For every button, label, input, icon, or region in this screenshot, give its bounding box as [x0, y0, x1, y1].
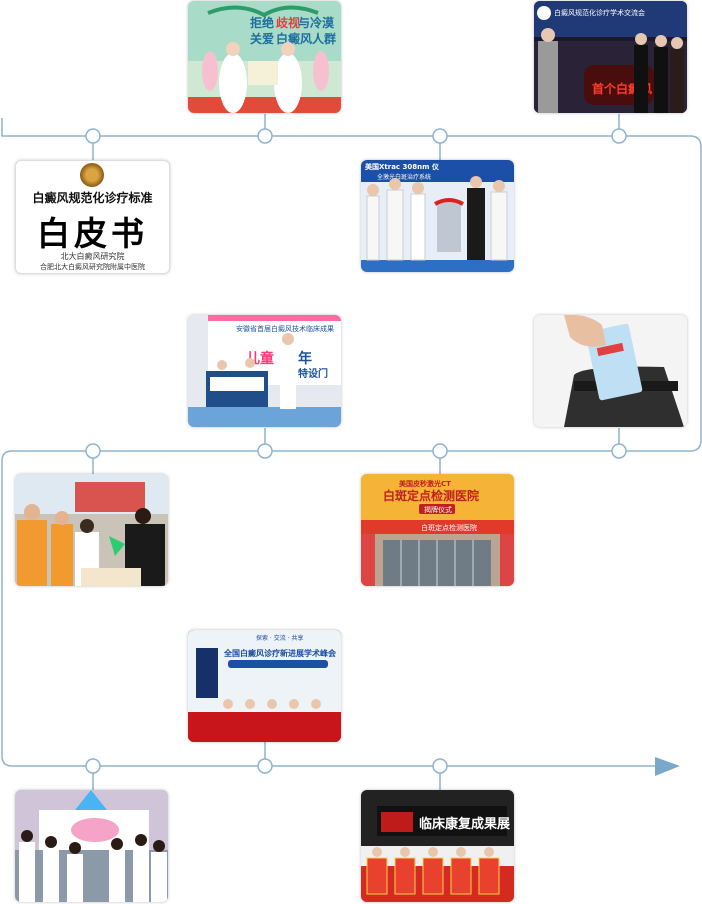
poster-text: 与冷漠 — [298, 15, 335, 30]
sign-text: 白斑定点检测医院 — [421, 523, 477, 532]
photo-card-reader[interactable] — [534, 315, 687, 427]
banner-text: 白癜风规范化诊疗学术交流会 — [554, 8, 645, 17]
paper-title: 白皮书 — [37, 214, 148, 253]
photo-children-event[interactable] — [15, 790, 168, 902]
timeline-node — [85, 443, 101, 459]
banner-text: 探索 · 交流 · 共享 — [256, 634, 303, 642]
timeline-node — [611, 443, 627, 459]
paper-institute: 北大白癜风研究院 — [60, 252, 125, 261]
banner-text: 揭牌仪式 — [424, 505, 452, 514]
poster-text: 白癜风人群 — [276, 31, 336, 46]
banner-text: 美国Xtrac 308nm 仪 — [365, 162, 440, 171]
poster-text: 歧视 — [276, 15, 300, 30]
banner-text: 年 — [298, 350, 312, 367]
timeline-node — [432, 758, 448, 774]
timeline-node — [257, 758, 273, 774]
timeline-node — [611, 128, 627, 144]
timeline-node — [432, 128, 448, 144]
photo-outdoor-event[interactable] — [15, 474, 168, 586]
paper-hospital: 合肥北大白癜风研究院附属中医院 — [40, 263, 145, 271]
banner-text: 临床康复成果展 — [419, 816, 511, 832]
photo-building-entrance[interactable]: 美国皮秒激光CT 白斑定点检测医院 揭牌仪式 白斑定点检测医院 — [361, 474, 514, 586]
photo-conference-stage[interactable]: 白癜风规范化诊疗学术交流会 首个白癜风 — [534, 1, 687, 113]
photo-exhibition[interactable]: 临床康复成果展 — [361, 790, 514, 902]
timeline-node — [85, 128, 101, 144]
banner-text: 全激光白斑治疗系统 — [377, 173, 431, 181]
poster-text: 拒绝 — [250, 15, 274, 30]
timeline-node — [257, 128, 273, 144]
banner-text: 白斑定点检测医院 — [383, 488, 479, 503]
photo-nurses-poster[interactable]: 拒绝 歧视 与冷漠 关爱 白癜风人群 — [188, 1, 341, 113]
banner-text: 美国皮秒激光CT — [399, 479, 451, 488]
photo-summit-stage[interactable]: 探索 · 交流 · 共享 全国白癜风诊疗新进展学术峰会 — [188, 630, 341, 742]
poster-text: 关爱 — [250, 31, 274, 46]
photo-white-paper[interactable]: 白癜风规范化诊疗标准 白皮书 北大白癜风研究院 合肥北大白癜风研究院附属中医院 — [15, 160, 170, 274]
paper-heading: 白癜风规范化诊疗标准 — [32, 191, 153, 205]
timeline-node — [432, 443, 448, 459]
timeline-arrow-icon — [655, 757, 680, 776]
photo-clinic-consult[interactable]: 安徽省首届白癜风技术临床成果 儿童 年 特设门 — [188, 315, 341, 427]
seal-icon — [80, 163, 104, 187]
banner-text: 全国白癜风诊疗新进展学术峰会 — [223, 648, 336, 658]
photo-ribbon-ceremony[interactable]: 美国Xtrac 308nm 仪 全激光白斑治疗系统 — [361, 160, 514, 272]
timeline-node — [85, 758, 101, 774]
timeline-node — [257, 443, 273, 459]
banner-text: 特设门 — [298, 367, 328, 380]
timeline-line — [1, 118, 702, 767]
banner-text: 安徽省首届白癜风技术临床成果 — [236, 324, 334, 333]
